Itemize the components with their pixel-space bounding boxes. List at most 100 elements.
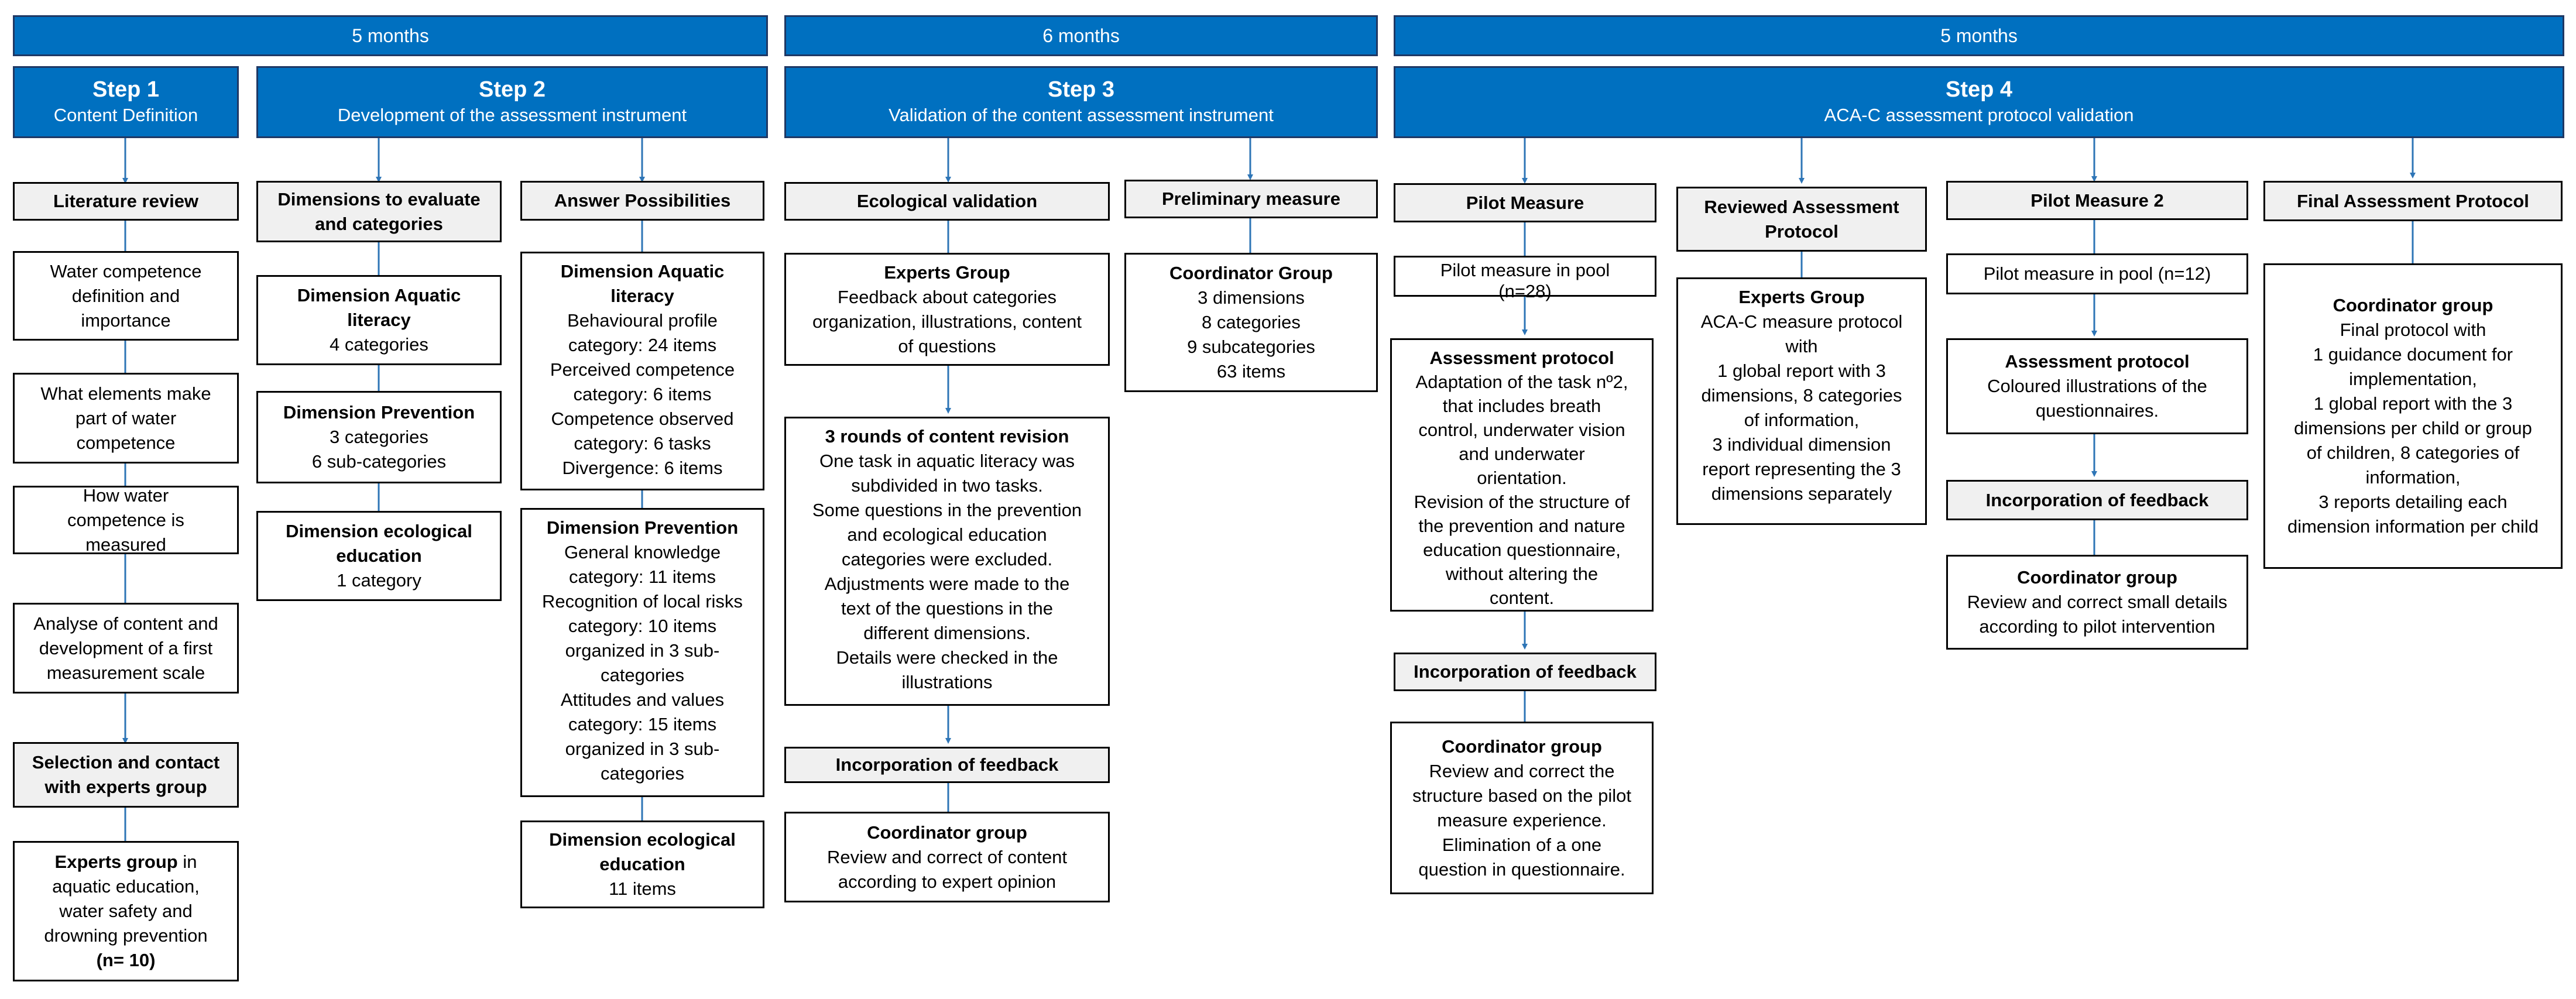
text-line: 8 categories [1202,312,1301,332]
box-label: Answer Possibilities [554,190,731,211]
text-line: 4 categories [330,334,428,355]
step-4-header: Step 4 ACA-C assessment protocol validat… [1394,66,2564,138]
duration-band-3: 5 months [1394,15,2564,56]
text-line: of information, [1744,410,1860,430]
text-line: dimensions, 8 categories [1701,385,1902,406]
text-line: questionnaires. [2035,400,2159,421]
text-line: 3 rounds of content revision [825,426,1069,447]
text-line: different dimensions. [863,623,1031,643]
final-protocol-box: Final Assessment Protocol [2263,181,2563,221]
reviewed-protocol-box: Reviewed Assessment Protocol [1676,187,1927,252]
box-label: Pilot Measure 2 [2030,190,2164,211]
answer-aquatic-box: Dimension Aquatic literacy Behavioural p… [520,252,764,490]
text-line: definition and [71,285,180,306]
text-line: structure based on the pilot [1412,785,1631,806]
coordinator-final-box: Coordinator group Final protocol with 1 … [2263,263,2563,569]
text-line: categories [600,763,685,784]
ecological-validation-box: Ecological validation [784,182,1110,221]
text-line: ACA-C measure protocol [1700,311,1903,332]
text-line: Some questions in the prevention [812,500,1082,520]
text-line: 1 guidance document for [2313,344,2513,365]
text-line: implementation, [2349,369,2477,389]
text-line: Coordinator group [2333,295,2493,315]
incorporation-feedback-box: Incorporation of feedback [1946,480,2248,520]
text-line: with experts group [44,777,207,797]
step-number: Step 3 [1047,77,1115,102]
text-line: aquatic education, [52,876,200,897]
text-line: category: 11 items [569,567,716,587]
text-line: drowning prevention [44,925,208,946]
text-line: Review and correct of content [826,846,1068,867]
text-line: Analyse of content and [33,613,218,634]
experts-protocol-box: Experts Group ACA-C measure protocol wit… [1676,277,1927,525]
box-label: Preliminary measure [1161,188,1340,209]
analyse-content-box: Analyse of content and development of a … [13,603,239,694]
experts-group-box: Experts group in aquatic education, wate… [13,841,239,981]
step-3-header: Step 3 Validation of the content assessm… [784,66,1378,138]
pilot-pool-2-box: Pilot measure in pool (n=12) [1946,253,2248,294]
text-line: 6 sub-categories [311,451,447,472]
text-line: water safety and [59,901,193,921]
text-line: education [336,545,422,566]
text-line: 3 individual dimension [1712,434,1891,455]
step-number: Step 2 [478,77,546,102]
text-line: illustrations [901,672,993,692]
step-number: Step 4 [1945,77,2013,102]
preliminary-measure-box: Preliminary measure [1124,180,1378,218]
experts-group-tail: in [177,852,197,872]
text-line: Coordinator group [2017,567,2177,588]
text-line: Dimension Aquatic [297,285,461,305]
text-line: measured [85,534,166,555]
step-2-header: Step 2 Development of the assessment ins… [256,66,768,138]
water-competence-box: Water competence definition and importan… [13,251,239,341]
text-line: literacy [610,286,674,306]
text-line: Experts Group [884,262,1010,283]
text-line: Attitudes and values [560,689,725,710]
incorporation-feedback-box: Incorporation of feedback [1394,653,1656,691]
text-line: category: 6 tasks [574,433,711,454]
duration-label: 5 months [352,25,429,46]
box-label: Incorporation of feedback [835,754,1059,775]
text-line: information, [2365,467,2461,488]
text-line: Adjustments were made to the [824,574,1070,594]
text-line: One task in aquatic literacy was [819,451,1075,471]
text-line: dimensions per child or group [2294,418,2532,438]
coordinator-review-box: Coordinator group Review and correct sma… [1946,555,2248,650]
dim-ecological-box: Dimension ecological education 1 categor… [256,511,502,601]
text-line: categories [600,665,685,685]
text-line: Coloured illustrations of the [1987,376,2207,396]
text-line: part of water [75,407,177,428]
text-line: Perceived competence [550,359,735,380]
text-line: Coordinator Group [1169,263,1333,283]
text-line: Reviewed Assessment [1704,196,1899,217]
box-label: Ecological validation [856,191,1038,211]
text-line: Protocol [1765,221,1838,242]
text-line: 3 categories [330,427,428,447]
text-line: Dimension ecological [549,829,736,850]
text-line: Coordinator group [1442,736,1602,757]
text-line: Competence observed [551,408,734,429]
dim-prevention-box: Dimension Prevention 3 categories 6 sub-… [256,391,502,483]
text-line: categories were excluded. [841,549,1053,569]
text-line: Selection and contact [32,752,220,773]
text-line: General knowledge [564,542,721,562]
text-line: literacy [347,310,411,330]
text-line: Recognition of local risks [542,591,743,612]
text-line: What elements make [40,383,211,404]
text-line: Dimension ecological [286,521,472,541]
pilot-measure-box: Pilot Measure [1394,183,1656,222]
text-line: of questions [898,335,996,356]
text-line: category: 24 items [568,335,717,355]
assessment-protocol-2-box: Assessment protocol Coloured illustratio… [1946,338,2248,434]
text-line: competence [76,432,176,453]
answer-ecological-box: Dimension ecological education 11 items [520,821,764,908]
text-line: Dimensions to evaluate [277,188,481,210]
text-line: organized in 3 sub- [565,739,720,759]
text-line: and categories [315,213,443,234]
box-label: Literature review [53,191,199,211]
text-line: without altering the [1445,564,1599,584]
text-line: education questionnaire, [1423,540,1621,560]
how-measured-box: How water competence is measured [13,485,239,555]
text-line: Divergence: 6 items [562,458,723,478]
experts-group-label: Experts group [54,852,178,872]
